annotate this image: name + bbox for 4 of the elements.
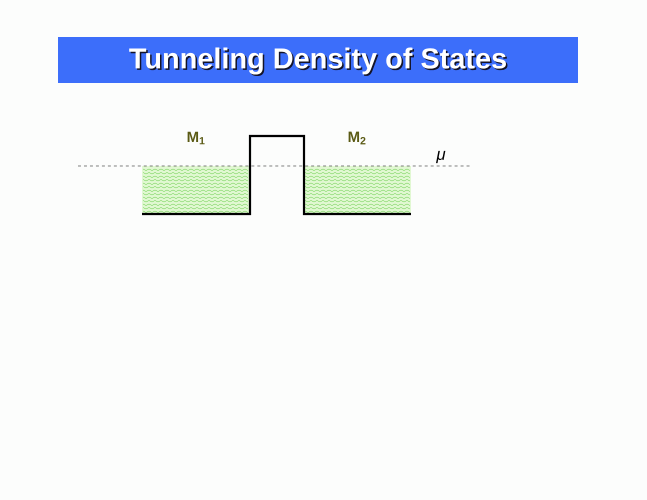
metal-label: M$_{1}$: [188, 132, 205, 144]
title-banner: Tunneling Density of States: [58, 37, 578, 83]
metal-label: M$_{2}$: [348, 132, 366, 144]
chemical-potential-label: μ: [436, 150, 446, 164]
